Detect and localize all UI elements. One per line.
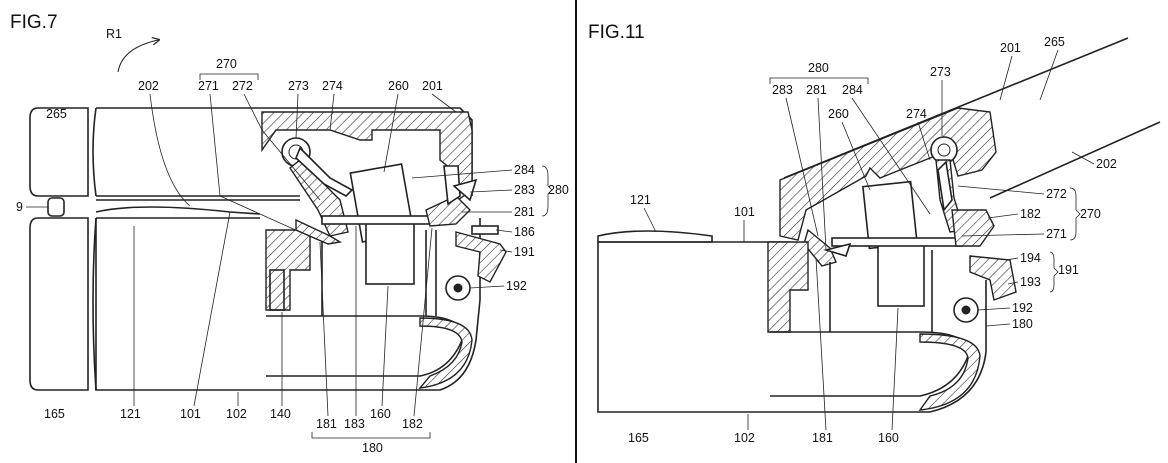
label-274: 274 [322, 79, 343, 93]
label-201: 201 [422, 79, 443, 93]
rotation-arrow-r1 [117, 40, 158, 73]
label-192-fig11: 192 [1012, 301, 1033, 315]
label-160: 160 [370, 407, 391, 421]
slide-bar-fig11 [831, 237, 963, 247]
break-line-left-lower [92, 217, 97, 391]
label-180-fig11: 180 [1012, 317, 1033, 331]
label-271-fig11: 271 [1046, 227, 1067, 241]
label-181: 181 [316, 417, 337, 431]
latch-281-fig11 [822, 242, 852, 257]
label-272-fig11: 272 [1046, 187, 1067, 201]
part-182-fig11 [951, 209, 995, 247]
lever-274 [295, 146, 354, 197]
label-101: 101 [180, 407, 201, 421]
wall-hatched-fig11 [767, 241, 809, 333]
label-101-fig11: 101 [734, 205, 755, 219]
label-202: 202 [138, 79, 159, 93]
keyboard-121-fig11 [597, 230, 713, 243]
label-270-fig11: 270 [1080, 207, 1101, 221]
label-182: 182 [402, 417, 423, 431]
label-182-fig11: 182 [1020, 207, 1041, 221]
label-281: 281 [514, 205, 535, 219]
hinge-9 [47, 197, 65, 217]
label-280-fig11: 280 [808, 61, 829, 75]
upper-frame-hatched [261, 111, 473, 202]
latch-271 [295, 218, 342, 245]
label-140: 140 [270, 407, 291, 421]
label-192: 192 [506, 279, 527, 293]
part-186 [471, 225, 499, 235]
lower-housing-fig11 [597, 242, 987, 413]
part-165-lower-block [29, 217, 89, 391]
label-260: 260 [388, 79, 409, 93]
fig11-title: FIG.11 [588, 22, 645, 43]
label-102: 102 [226, 407, 247, 421]
label-274-fig11: 274 [906, 107, 927, 121]
label-272: 272 [232, 79, 253, 93]
label-180: 180 [362, 441, 383, 455]
label-273: 273 [288, 79, 309, 93]
lower-curve-hatch-fig11 [918, 333, 981, 411]
upper-housing-202-tilted [989, 121, 1161, 199]
break-line-left [92, 107, 97, 197]
label-191: 191 [514, 245, 535, 259]
lever-274-fig11 [937, 160, 953, 212]
claw-283 [452, 178, 478, 202]
label-186: 186 [514, 225, 535, 239]
label-281-fig11: 281 [806, 83, 827, 97]
label-283-fig11: 283 [772, 83, 793, 97]
label-265: 265 [46, 107, 67, 121]
label-165: 165 [44, 407, 65, 421]
label-202-fig11: 202 [1096, 157, 1117, 171]
label-194-fig11: 194 [1020, 251, 1041, 265]
slide-bar-183 [321, 215, 433, 225]
fig7-title: FIG.7 [10, 12, 58, 33]
label-193-fig11: 193 [1020, 275, 1041, 289]
label-9: 9 [16, 200, 23, 214]
label-183: 183 [344, 417, 365, 431]
figure-7: FIG.7 R1 [10, 12, 569, 455]
label-284-fig11: 284 [842, 83, 863, 97]
label-121-fig11: 121 [630, 193, 651, 207]
label-121: 121 [120, 407, 141, 421]
keyboard-121 [95, 206, 261, 215]
label-284: 284 [514, 163, 535, 177]
label-280: 280 [548, 183, 569, 197]
component-160-fig11 [877, 243, 925, 307]
part-191-fig11 [969, 255, 1017, 301]
hinge-pin-273-fig11 [930, 136, 958, 164]
component-160 [365, 221, 415, 285]
label-273-fig11: 273 [930, 65, 951, 79]
label-165-fig11: 165 [628, 431, 649, 445]
lower-curve-hatch [418, 317, 473, 389]
label-201-fig11: 201 [1000, 41, 1021, 55]
lower-housing-102 [95, 218, 481, 391]
figure-11: FIG.11 280 283 [588, 22, 1161, 445]
label-191-fig11: 191 [1058, 263, 1079, 277]
part-265-upper-block [29, 107, 89, 197]
part-191-hatched [455, 231, 507, 283]
label-102-fig11: 102 [734, 431, 755, 445]
label-270: 270 [216, 57, 237, 71]
label-r1: R1 [106, 27, 122, 41]
label-271: 271 [198, 79, 219, 93]
label-265-fig11: 265 [1044, 35, 1065, 49]
label-181-fig11: 181 [812, 431, 833, 445]
label-283: 283 [514, 183, 535, 197]
label-160-fig11: 160 [878, 431, 899, 445]
label-260-fig11: 260 [828, 107, 849, 121]
